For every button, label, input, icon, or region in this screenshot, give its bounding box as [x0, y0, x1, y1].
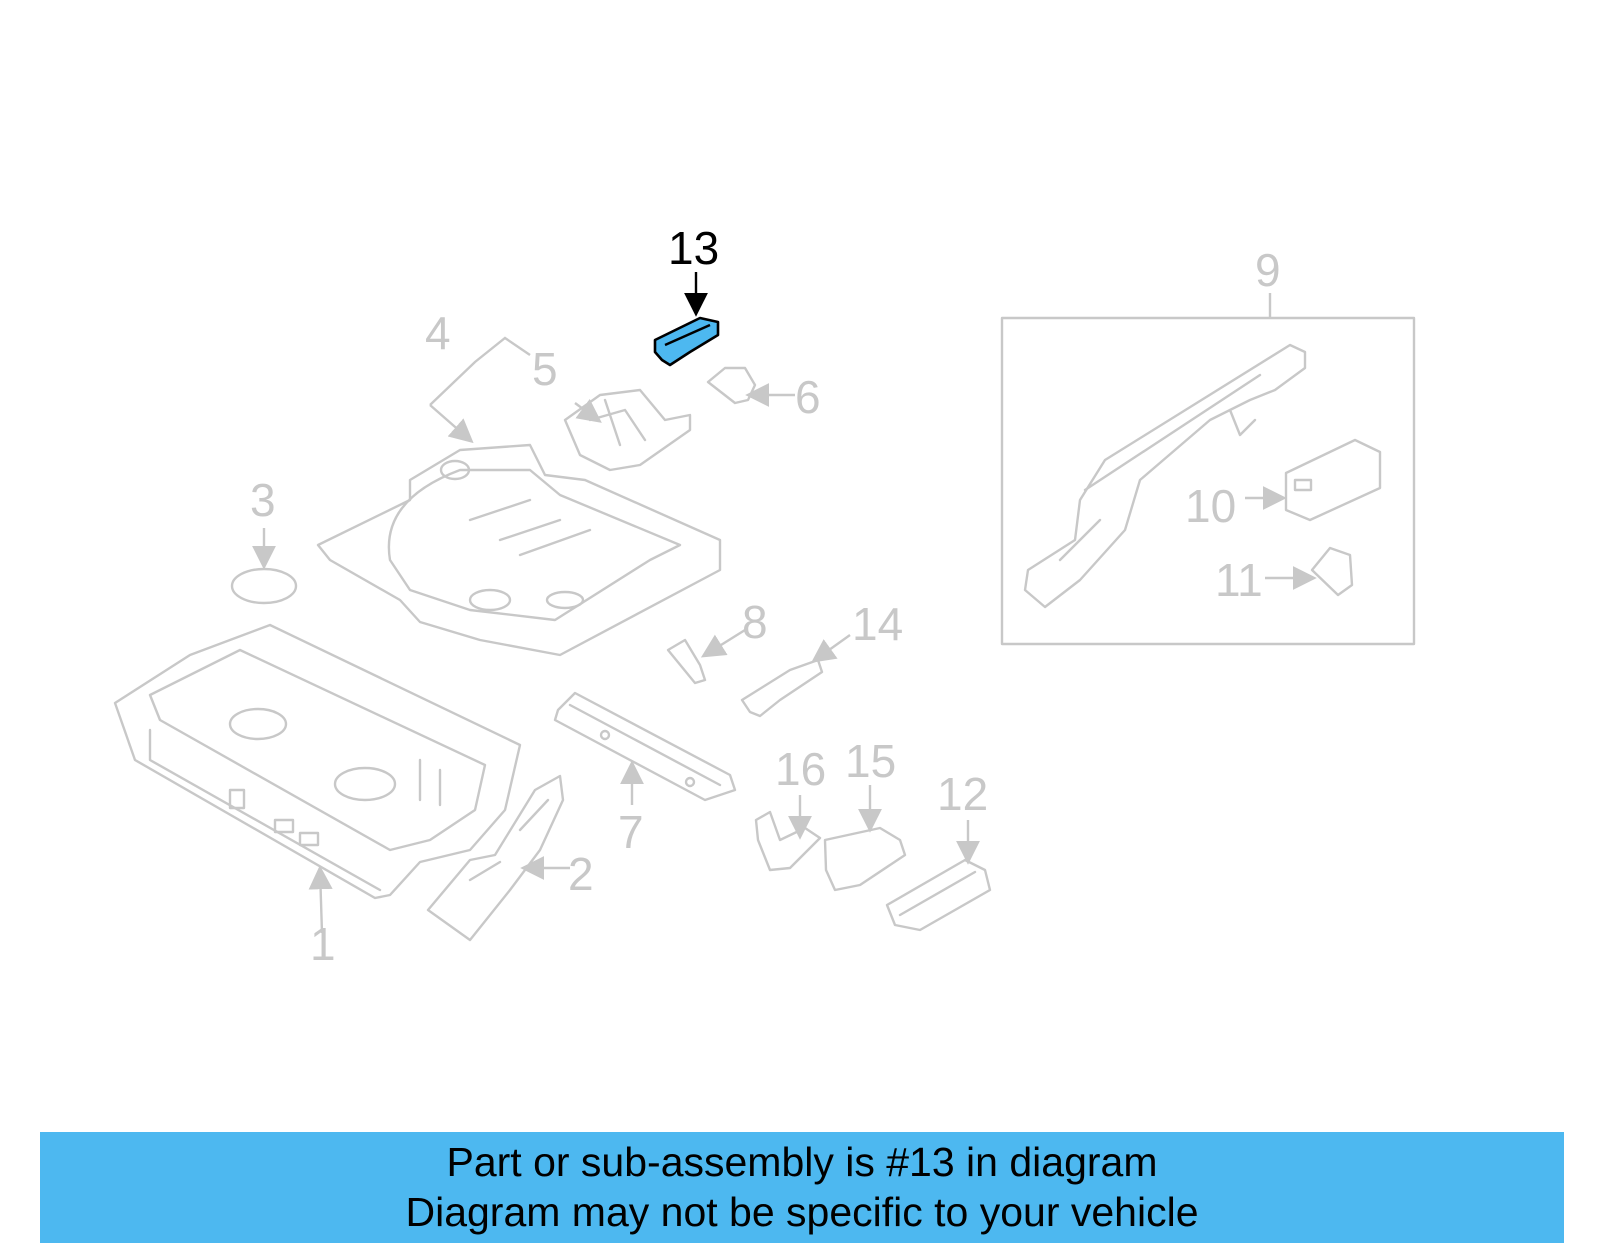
callout-14: 14: [852, 598, 903, 650]
callout-11: 11: [1215, 554, 1263, 606]
part-12-rail: [885, 858, 992, 932]
part-13-highlighted: [653, 316, 720, 367]
callout-2: 2: [568, 848, 594, 900]
callout-10: 10: [1185, 480, 1236, 532]
part-8-bracket: [666, 638, 707, 685]
footer-line-disclaimer: Diagram may not be specific to your vehi…: [405, 1189, 1199, 1235]
part-3-plug: [230, 567, 298, 605]
footer-line-part-number: Part or sub-assembly is #13 in diagram: [446, 1139, 1158, 1185]
part-1-rear-floor: [113, 623, 522, 900]
callout-12: 12: [937, 768, 988, 820]
part-9-side-rail-assembly: [1000, 293, 1416, 646]
callout-1: 1: [310, 918, 336, 970]
callout-4: 4: [425, 307, 451, 359]
part-11-bracket: [1310, 546, 1354, 597]
part-10-reinforcement: [1284, 438, 1382, 522]
callout-13: 13: [668, 222, 719, 274]
part-16-bracket: [754, 810, 822, 872]
callout-16: 16: [775, 743, 826, 795]
part-2-extension: [426, 774, 565, 942]
part-15-bracket: [823, 826, 907, 892]
part-7-crossmember: [553, 691, 737, 802]
part-6-cap: [706, 366, 757, 405]
callout-9: 9: [1255, 244, 1281, 296]
callout-15: 15: [845, 735, 896, 787]
part-5-bracket: [563, 388, 692, 472]
part-14-brace: [740, 658, 824, 718]
callout-5: 5: [532, 343, 558, 395]
callout-3: 3: [250, 474, 276, 526]
callout-7: 7: [618, 806, 644, 858]
part-4-floor-panel: [316, 443, 722, 657]
callout-8: 8: [742, 596, 768, 648]
callout-6: 6: [795, 371, 821, 423]
footer-banner: Part or sub-assembly is #13 in diagram D…: [40, 1132, 1564, 1243]
